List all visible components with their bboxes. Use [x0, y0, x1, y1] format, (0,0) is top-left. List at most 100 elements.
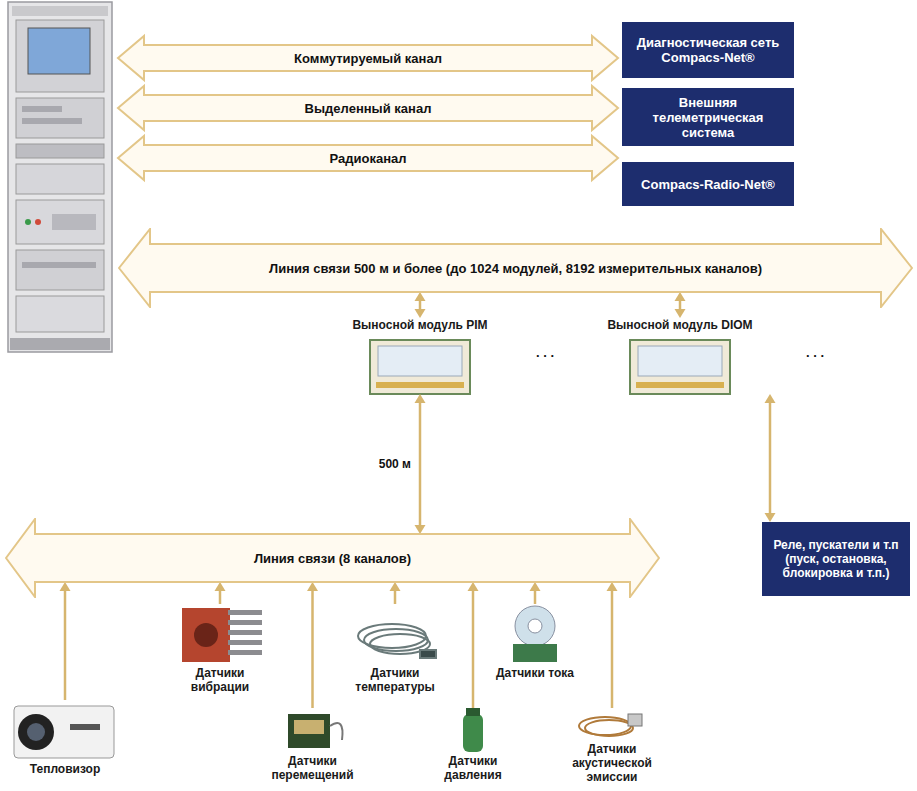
connector-arrow	[530, 582, 541, 604]
displacement-sensor-picture-part	[294, 720, 324, 734]
thermal-camera-picture	[14, 706, 114, 758]
sensor-caption: Датчики давления	[440, 754, 506, 782]
cabinet-drawing-part	[16, 144, 104, 158]
module-board	[370, 340, 730, 394]
box-text: Линия связи 500 м и более (до 1024 модул…	[269, 261, 762, 276]
acoustic-sensor-picture-part	[585, 720, 633, 736]
connector-arrow	[390, 582, 401, 604]
temperature-sensor-picture	[358, 624, 436, 658]
connector-arrow	[215, 582, 226, 604]
module-board-part	[636, 382, 724, 388]
arrow-head	[60, 582, 71, 591]
arrow-head	[415, 525, 426, 534]
ellipsis-mark: . . .	[536, 345, 554, 360]
connector-arrow	[415, 394, 426, 534]
displacement-sensor-picture-part	[288, 714, 330, 748]
arrow-head	[607, 582, 618, 591]
sensor-caption: Тепловизор	[10, 762, 120, 776]
box-text: Внешняя телеметрическая система	[630, 95, 786, 140]
current-sensor-picture	[513, 606, 557, 662]
connector-arrow	[60, 582, 71, 700]
remote-module: Выносной модуль DIOM	[575, 318, 785, 394]
thermal-camera-picture-part	[27, 723, 45, 741]
connector-arrow	[765, 394, 776, 522]
channel-arrow-part	[118, 36, 618, 80]
module-caption: Выносной модуль DIOM	[575, 318, 785, 332]
module-board-part	[378, 346, 462, 376]
arrow-head	[675, 309, 686, 318]
channel-label: Радиоканал	[330, 151, 407, 166]
cabinet-drawing-part	[25, 219, 31, 225]
vibration-sensor-picture-part	[228, 650, 262, 655]
connector-line	[534, 590, 537, 604]
sensor-item: Датчики акустической эмиссии	[562, 708, 662, 784]
channel-arrow-part	[118, 86, 618, 130]
sensor-item: Датчики вибрации	[170, 604, 270, 694]
pressure-sensor-picture-part	[463, 714, 483, 752]
sensor-item: Датчики давления	[440, 708, 506, 782]
arrow-head	[765, 394, 776, 403]
cabinet-drawing-part	[35, 219, 41, 225]
channel-label: Коммутируемый канал	[294, 51, 442, 66]
thermal-camera-picture-part	[70, 724, 100, 730]
box-text: Compacs-Radio-Net®	[630, 177, 786, 192]
vibration-sensor-picture	[182, 608, 262, 662]
cabinet-drawing-part	[12, 6, 108, 16]
communication-band: Линия связи (8 каналов)	[5, 518, 660, 598]
arrow-head	[390, 582, 401, 591]
cabinet-drawing-part	[22, 106, 62, 112]
connector-line	[611, 590, 614, 708]
sensor-caption: Датчики перемещений	[265, 754, 360, 782]
arrow-head	[307, 582, 318, 591]
arrow-head	[675, 292, 686, 301]
network-box: Compacs-Radio-Net®	[622, 162, 794, 206]
vibration-sensor-picture-part	[194, 623, 218, 647]
cabinet-drawing-part	[52, 214, 96, 230]
sensor-caption: Датчики акустической эмиссии	[562, 742, 662, 784]
box-text: Реле, пускатели и т.п (пуск, остановка, …	[770, 538, 902, 580]
box-text: Линия связи (8 каналов)	[254, 551, 411, 566]
arrow-head	[415, 292, 426, 301]
current-sensor-picture-part	[528, 619, 542, 633]
vibration-sensor-picture-part	[228, 610, 262, 615]
connector-line	[64, 590, 67, 700]
vibration-sensor-picture-part	[228, 640, 262, 645]
actuator-box: Реле, пускатели и т.п (пуск, остановка, …	[762, 522, 910, 596]
channel-label: Выделенный канал	[305, 101, 432, 116]
connector-arrow	[468, 582, 479, 708]
sensor-caption: Датчики температуры	[345, 666, 445, 694]
box-text: Диагностическая сеть Compacs-Net®	[630, 35, 786, 65]
connector-line	[472, 590, 475, 708]
connector-line	[679, 300, 682, 310]
acoustic-sensor-picture-part	[628, 714, 642, 726]
connector-arrow	[415, 292, 426, 318]
channel-arrow	[118, 36, 618, 180]
module-board-part	[630, 340, 730, 394]
arrow-head	[415, 394, 426, 403]
cabinet-drawing-part	[22, 262, 96, 268]
arrow-head	[215, 582, 226, 591]
module-board-part	[638, 346, 722, 376]
cabinet-drawing-part	[8, 2, 112, 352]
connector-line	[419, 402, 422, 526]
pressure-sensor-picture-part	[466, 708, 480, 716]
current-sensor-picture-part	[513, 644, 557, 662]
connector-line	[219, 590, 222, 604]
arrow-head	[530, 582, 541, 591]
current-sensor-picture-part	[515, 606, 555, 646]
band-arrow-shape	[6, 519, 659, 597]
connector-line	[394, 590, 397, 604]
sensor-caption: Датчики вибрации	[170, 666, 270, 694]
band-arrow-shape	[119, 229, 912, 307]
channel-arrow-part	[118, 136, 618, 180]
arrow-head	[468, 582, 479, 591]
network-box: Внешняя телеметрическая система	[622, 88, 794, 146]
arrow-head	[415, 309, 426, 318]
sensor-item: Датчики перемещений	[265, 708, 360, 782]
cabinet-drawing-part	[28, 28, 90, 74]
arrow-head	[765, 513, 776, 522]
vibration-sensor-picture-part	[182, 608, 230, 662]
cabinet-drawing-part	[22, 118, 82, 124]
